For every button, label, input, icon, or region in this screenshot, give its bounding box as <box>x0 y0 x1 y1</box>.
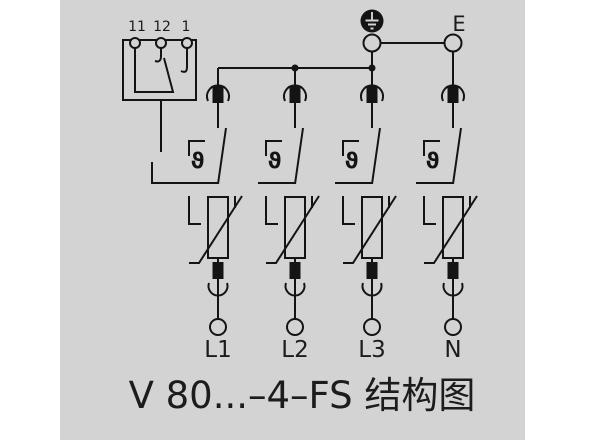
varistor-symbol <box>207 196 229 259</box>
disconnect-switch <box>335 127 381 185</box>
disconnect-cartridge-top <box>289 86 301 103</box>
thermal-symbol: ϑ <box>268 149 282 173</box>
thermal-symbol: ϑ <box>191 149 205 173</box>
disconnect-cup <box>284 282 306 297</box>
disconnect-cup <box>442 282 464 297</box>
varistor-symbol <box>361 196 383 259</box>
disconnect-switch <box>416 127 462 185</box>
terminal-label-N: N <box>444 337 461 363</box>
terminal-earth <box>362 33 382 53</box>
earth-bus-wiring: E <box>217 9 466 86</box>
varistor-diagonal <box>189 195 243 264</box>
thermal-disconnect-hood <box>360 84 384 102</box>
terminal-L2 <box>286 318 304 336</box>
protective-earth-icon <box>360 9 384 33</box>
disconnect-switch <box>181 127 227 185</box>
disconnect-cup <box>207 282 229 297</box>
terminal-label-E: E <box>452 12 465 36</box>
disconnect-cartridge-bottom <box>212 262 224 279</box>
terminal-E <box>443 33 463 53</box>
varistor-diagonal <box>424 195 478 264</box>
diagram-title: V 80...–4–FS 结构图 <box>129 374 476 417</box>
junction-dot <box>368 64 376 72</box>
contact-terminal-1 <box>181 37 193 49</box>
junction-dot <box>291 64 299 72</box>
disconnect-cartridge-bottom <box>289 262 301 279</box>
protection-branch-l1: ϑ L1 <box>181 84 243 363</box>
thermal-disconnect-hood <box>206 84 230 102</box>
terminal-label-L1: L1 <box>204 337 231 363</box>
terminal-L1 <box>209 318 227 336</box>
terminal-N <box>444 318 462 336</box>
disconnect-cartridge-top <box>447 86 459 103</box>
contact-terminal-11 <box>129 37 141 49</box>
protection-branch-l3: ϑ L3 <box>335 84 397 363</box>
thermal-disconnect-hood <box>283 84 307 102</box>
varistor-symbol <box>284 196 306 259</box>
disconnect-cartridge-bottom <box>447 262 459 279</box>
disconnect-switch <box>258 127 304 185</box>
varistor-symbol <box>442 196 464 259</box>
terminal-label-L3: L3 <box>358 337 385 363</box>
pe-glyph <box>365 12 379 30</box>
varistor-diagonal <box>266 195 320 264</box>
contact-terminal-label-11: 11 <box>128 19 146 35</box>
mechanical-linkage <box>151 100 181 184</box>
thermal-symbol: ϑ <box>345 149 359 173</box>
protection-branch-n: ϑ N <box>416 84 478 363</box>
changeover-contact <box>134 48 188 93</box>
terminal-L3 <box>363 318 381 336</box>
contact-terminal-label-1: 1 <box>182 19 191 35</box>
disconnect-cup <box>361 282 383 297</box>
disconnect-cartridge-top <box>212 86 224 103</box>
contact-terminal-12 <box>155 37 167 49</box>
thermal-disconnect-hood <box>441 84 465 102</box>
protection-branch-l2: ϑ L2 <box>258 84 320 363</box>
thermal-symbol: ϑ <box>426 149 440 173</box>
diagram-canvas <box>60 0 525 440</box>
contact-terminal-label-12: 12 <box>153 19 171 35</box>
remote-signal-contact-block: 11 12 1 <box>122 19 197 184</box>
disconnect-cartridge-bottom <box>366 262 378 279</box>
terminal-label-L2: L2 <box>281 337 308 363</box>
varistor-diagonal <box>343 195 397 264</box>
disconnect-cartridge-top <box>366 86 378 103</box>
